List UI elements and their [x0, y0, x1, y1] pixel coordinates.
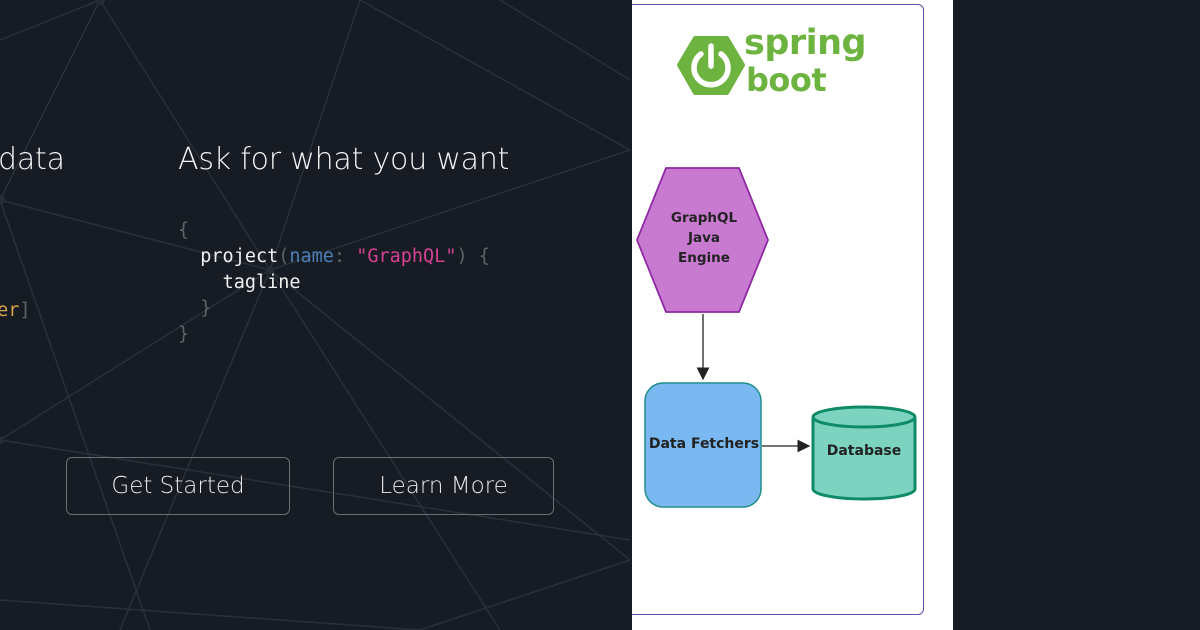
- engine-label-line: Engine: [678, 250, 730, 266]
- graphql-query-code: { project(name: "GraphQL") { tagline }}: [178, 218, 490, 348]
- spring-logo-word: spring: [744, 23, 867, 63]
- database-label: Database: [826, 443, 902, 459]
- graphql-engine-node: [636, 167, 769, 313]
- database-node: [811, 405, 917, 501]
- code-inner-close-brace: }: [200, 298, 212, 319]
- code-subfield-tagline: tagline: [222, 272, 301, 293]
- engine-label-line: Java: [687, 230, 721, 246]
- code-close-brace: }: [178, 324, 190, 345]
- get-started-button[interactable]: Get Started: [66, 457, 290, 515]
- learn-more-button[interactable]: Learn More: [333, 457, 554, 515]
- background-network-lines: [0, 0, 631, 630]
- code-arg-name: name: [289, 246, 334, 267]
- graphql-engine-label: GraphQL Java Engine: [652, 208, 756, 268]
- code-bracket: ]: [19, 300, 31, 321]
- code-open-brace: {: [178, 220, 190, 241]
- code-inner-open-brace: {: [478, 246, 490, 267]
- code-type-fragment: ser: [0, 300, 20, 321]
- section-heading-left: data: [0, 142, 65, 177]
- architecture-diagram: [636, 36, 917, 508]
- code-fragment-left: ser]: [0, 298, 31, 324]
- boot-logo-word: boot: [746, 61, 827, 99]
- code-paren-close: ): [456, 246, 468, 267]
- spring-power-icon: [677, 36, 745, 95]
- data-fetchers-label: Data Fetchers: [648, 436, 760, 452]
- data-fetchers-node: [644, 382, 762, 508]
- engine-label-line: GraphQL: [670, 210, 738, 226]
- code-field-project: project: [200, 246, 279, 267]
- code-paren-open: (: [278, 246, 290, 267]
- code-colon: :: [333, 246, 346, 267]
- code-arg-value: "GraphQL": [356, 246, 457, 267]
- diagram-panel: [632, 0, 953, 630]
- section-heading-ask: Ask for what you want: [178, 142, 510, 177]
- diagram-frame: [632, 4, 924, 615]
